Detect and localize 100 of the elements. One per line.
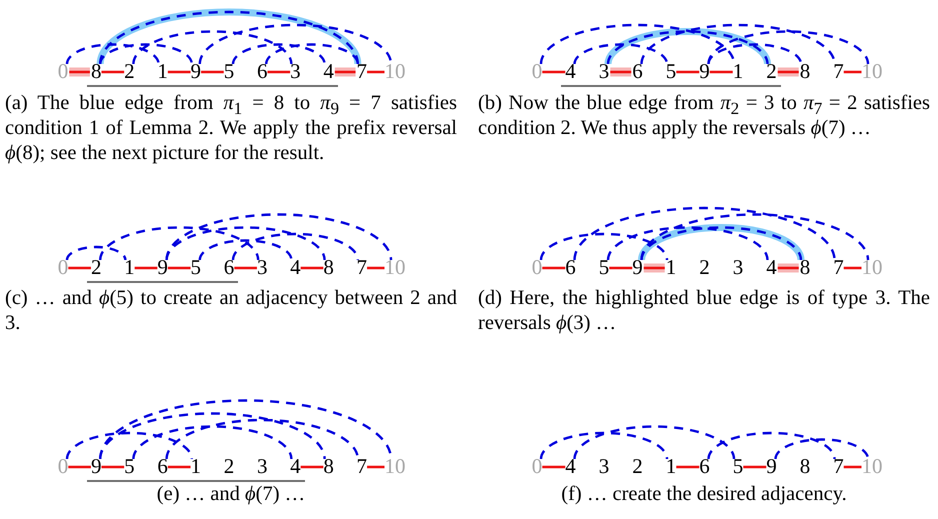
permutation-element: 2 [628, 455, 647, 477]
breakpoint-edge [101, 466, 124, 468]
permutation-element: 9 [86, 455, 106, 477]
permutation-element: 9 [695, 60, 714, 82]
caption: (c) … and ϕ(5) to create an adjacency between 2 and 3. [5, 286, 457, 336]
permutation-element: 2 [120, 60, 139, 82]
permutation-element: 1 [662, 256, 680, 278]
permutation-element: 1 [120, 256, 139, 278]
permutation-element: 3 [594, 455, 614, 477]
permutation-element: 6 [220, 256, 238, 278]
breakpoint-edge [300, 466, 324, 468]
permutation-element: 8 [796, 60, 814, 82]
permutation-element: 8 [796, 455, 814, 477]
highlighted-edge [604, 28, 771, 65]
permutation-element: 10 [858, 60, 886, 82]
permutation-element: 8 [86, 60, 106, 82]
permutation-element: 7 [829, 60, 848, 82]
permutation-element: 6 [153, 455, 172, 477]
breakpoint-edge [134, 266, 158, 270]
dashed-arc-edge [573, 206, 836, 260]
highlighted-edge [334, 68, 356, 76]
breakpoint-edge [710, 70, 733, 74]
breakpoint-edge [234, 266, 257, 270]
breakpoint-edge [68, 466, 91, 468]
dashed-arc-edge [132, 30, 293, 64]
permutation-element: 9 [153, 256, 172, 278]
permutation-element: 4 [762, 256, 781, 278]
breakpoint-edge [367, 466, 384, 468]
dashed-arc-edge [606, 226, 769, 260]
caption: (e) … and ϕ(7) … [156, 482, 306, 507]
dashed-arc-edge [774, 438, 870, 460]
dashed-arc-edge [540, 432, 668, 460]
permutation-element: 4 [319, 60, 338, 82]
dashed-arc-edge [66, 432, 193, 460]
permutation-element: 6 [252, 60, 272, 82]
permutation-element: 7 [352, 455, 372, 477]
permutation-element: 6 [628, 60, 647, 82]
dashed-arc-edge [707, 30, 870, 64]
permutation-element: 5 [120, 455, 139, 477]
permutation-element: 1 [186, 455, 206, 477]
permutation-element: 4 [286, 455, 305, 477]
breakpoint-edge [676, 466, 700, 468]
permutation-element: 10 [858, 455, 886, 477]
permutation-element: 8 [319, 256, 338, 278]
caption: (b) Now the blue edge from π$_{2}$ = 3 to π$_{7}$ = 2 satisfies condition 2. We thus apply the reversals ϕ(7) … [478, 91, 930, 141]
permutation-element: 2 [695, 256, 714, 278]
permutation-element: 5 [662, 60, 680, 82]
dashed-arc-edge [707, 43, 802, 64]
highlighted-edge [610, 68, 632, 76]
permutation-element: 9 [762, 455, 781, 477]
permutation-element: 4 [561, 455, 580, 477]
breakpoint-edge [300, 266, 324, 270]
breakpoint-edge [844, 466, 862, 468]
dashed-arc-edge [540, 232, 668, 260]
permutation-element: 5 [594, 256, 614, 278]
breakpoint-edge [542, 466, 566, 468]
highlighted-edge [644, 264, 665, 272]
permutation-element: 3 [728, 256, 748, 278]
permutation-element: 2 [762, 60, 781, 82]
breakpoint-edge [542, 70, 566, 74]
permutation-element: 0 [528, 256, 546, 278]
dashed-arc-edge [232, 43, 326, 64]
highlighted-edge [638, 224, 804, 261]
permutation-element: 7 [829, 256, 848, 278]
breakpoint-edge [201, 70, 224, 74]
permutation-element: 3 [594, 60, 614, 82]
breakpoint-edge [168, 70, 191, 74]
permutation-element: 3 [286, 60, 305, 82]
permutation-element: 4 [561, 60, 580, 82]
breakpoint-edge [743, 466, 766, 468]
permutation-element: 7 [352, 256, 372, 278]
permutation-element: 1 [728, 60, 748, 82]
dashed-arc-edge [265, 43, 359, 64]
breakpoint-edge [609, 266, 632, 270]
dashed-arc-edge [640, 213, 870, 260]
breakpoint-edge [542, 266, 566, 270]
dashed-arc-edge [99, 43, 193, 64]
breakpoint-edge [367, 266, 384, 270]
dashed-arc-edge [540, 24, 736, 64]
permutation-element: 1 [153, 60, 172, 82]
dashed-arc-edge [573, 43, 668, 64]
highlighted-edge [778, 264, 799, 272]
permutation-element: 3 [252, 455, 272, 477]
dashed-arc-edge [707, 432, 836, 460]
permutation-element: 1 [662, 455, 680, 477]
breakpoint-edge [168, 266, 191, 270]
permutation-element: 3 [252, 256, 272, 278]
dashed-arc-edge [232, 232, 359, 260]
permutation-element: 6 [561, 256, 580, 278]
permutation-element: 10 [380, 256, 410, 278]
highlighted-edge [96, 8, 362, 65]
permutation-element: 10 [858, 256, 886, 278]
permutation-element: 0 [528, 455, 546, 477]
breakpoint-edge [68, 266, 91, 270]
permutation-element: 9 [186, 60, 206, 82]
permutation-element: 4 [286, 256, 305, 278]
caption: (d) Here, the highlighted blue edge is of type 3. The reversals ϕ(3) … [478, 286, 930, 336]
permutation-element: 5 [186, 256, 206, 278]
permutation-element: 9 [628, 256, 647, 278]
dashed-arc-edge [99, 399, 392, 460]
